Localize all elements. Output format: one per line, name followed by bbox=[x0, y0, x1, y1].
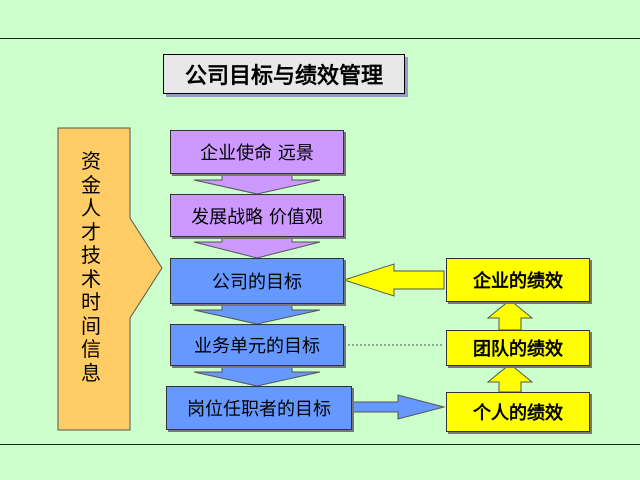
resource-char: 才 bbox=[81, 219, 101, 244]
company-goal-box: 公司的目标 bbox=[170, 258, 344, 304]
position-goal-box: 岗位任职者的目标 bbox=[166, 386, 352, 430]
resource-char: 技 bbox=[81, 243, 101, 267]
arrow-mission-to-strategy bbox=[193, 171, 321, 195]
arrow-unit-to-position bbox=[193, 363, 321, 387]
arrow-company-to-unit bbox=[193, 301, 321, 325]
enterprise-performance-box: 企业的绩效 bbox=[446, 258, 590, 302]
arrow-individual-to-team bbox=[486, 363, 534, 393]
team-performance-box: 团队的绩效 bbox=[446, 330, 590, 366]
arrow-position-to-individual bbox=[351, 394, 446, 420]
resource-char: 人 bbox=[81, 196, 101, 220]
mission-box: 企业使命 远景 bbox=[170, 130, 344, 174]
resource-char: 术 bbox=[81, 266, 101, 291]
resource-char: 信 bbox=[81, 337, 101, 361]
top-rule bbox=[0, 38, 640, 39]
individual-performance-box: 个人的绩效 bbox=[446, 392, 590, 432]
resources-arrow bbox=[57, 127, 163, 431]
page-title: 公司目标与绩效管理 bbox=[163, 54, 405, 94]
bottom-rule bbox=[0, 444, 640, 445]
resource-char: 金 bbox=[81, 172, 101, 197]
unit-goal-box: 业务单元的目标 bbox=[170, 324, 344, 366]
resource-char: 间 bbox=[81, 313, 101, 338]
resources-text: 资 金 人 才 技 术 时 间 信 息 bbox=[72, 149, 110, 385]
arrow-performance-to-goal bbox=[342, 263, 445, 297]
resource-char: 息 bbox=[81, 360, 101, 385]
strategy-box: 发展战略 价值观 bbox=[170, 194, 344, 237]
resource-char: 资 bbox=[81, 149, 101, 173]
arrow-strategy-to-company bbox=[193, 234, 321, 259]
arrow-team-to-enterprise bbox=[486, 299, 534, 331]
resource-char: 时 bbox=[81, 290, 101, 314]
